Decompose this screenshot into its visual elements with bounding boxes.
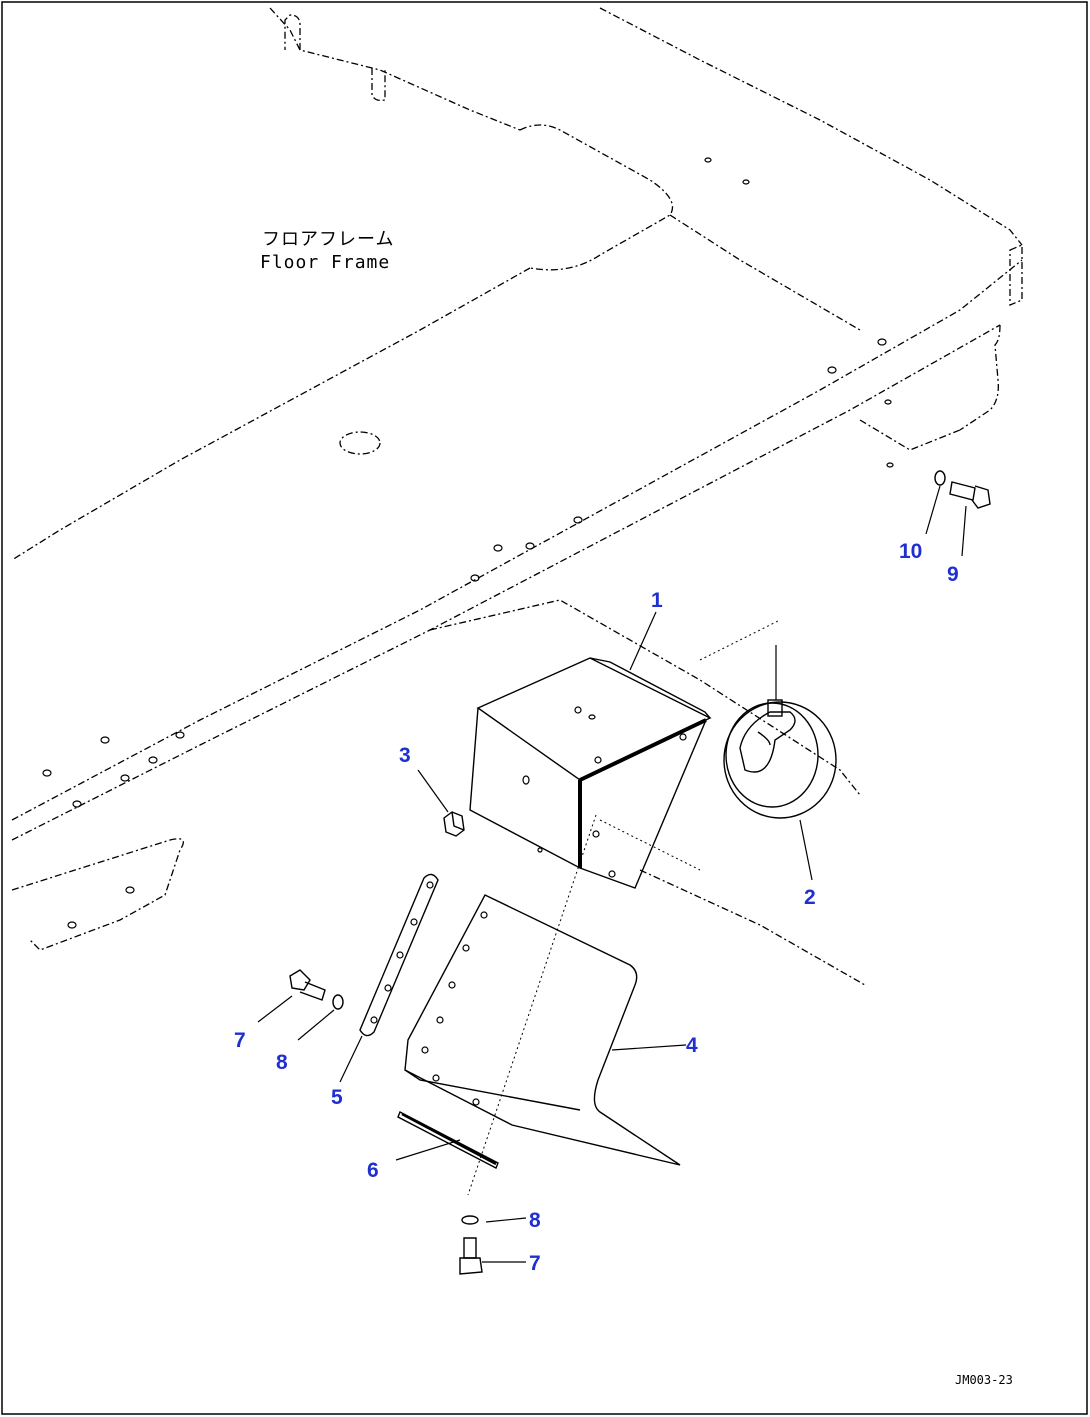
callout-1: 1 (651, 589, 663, 612)
washer-part-8-upper (332, 994, 344, 1010)
callout-8-lower: 8 (529, 1209, 541, 1232)
bolt-part-7-lower (459, 1237, 483, 1275)
callout-5: 5 (331, 1086, 343, 1109)
floor-frame-label-en: Floor Frame (260, 252, 390, 273)
strap-part-5 (359, 873, 439, 1037)
callout-7-upper: 7 (234, 1029, 246, 1052)
bolt-part-9 (949, 481, 991, 509)
washer-part-8-lower (461, 1215, 479, 1225)
callout-4: 4 (686, 1034, 698, 1057)
nut-part-3 (443, 811, 465, 837)
seal-part-6 (397, 1111, 499, 1169)
cover-part-4 (404, 894, 681, 1166)
leader-lines (257, 485, 967, 1263)
bolt-part-7-upper (289, 969, 326, 1001)
callout-10: 10 (899, 540, 922, 563)
callout-8-upper: 8 (276, 1051, 288, 1074)
floor-frame-label-jp: フロアフレーム (262, 229, 394, 250)
washer-part-10 (934, 470, 946, 486)
callout-6: 6 (367, 1159, 379, 1182)
bracket-part-1 (469, 657, 712, 889)
callout-3: 3 (399, 744, 411, 767)
drawing-code: JM003-23 (955, 1373, 1013, 1387)
callout-7-lower: 7 (529, 1252, 541, 1275)
callout-9: 9 (947, 563, 959, 586)
callout-2: 2 (804, 886, 816, 909)
horn-part-2 (723, 645, 837, 819)
floor-frame (11, 7, 1023, 1196)
